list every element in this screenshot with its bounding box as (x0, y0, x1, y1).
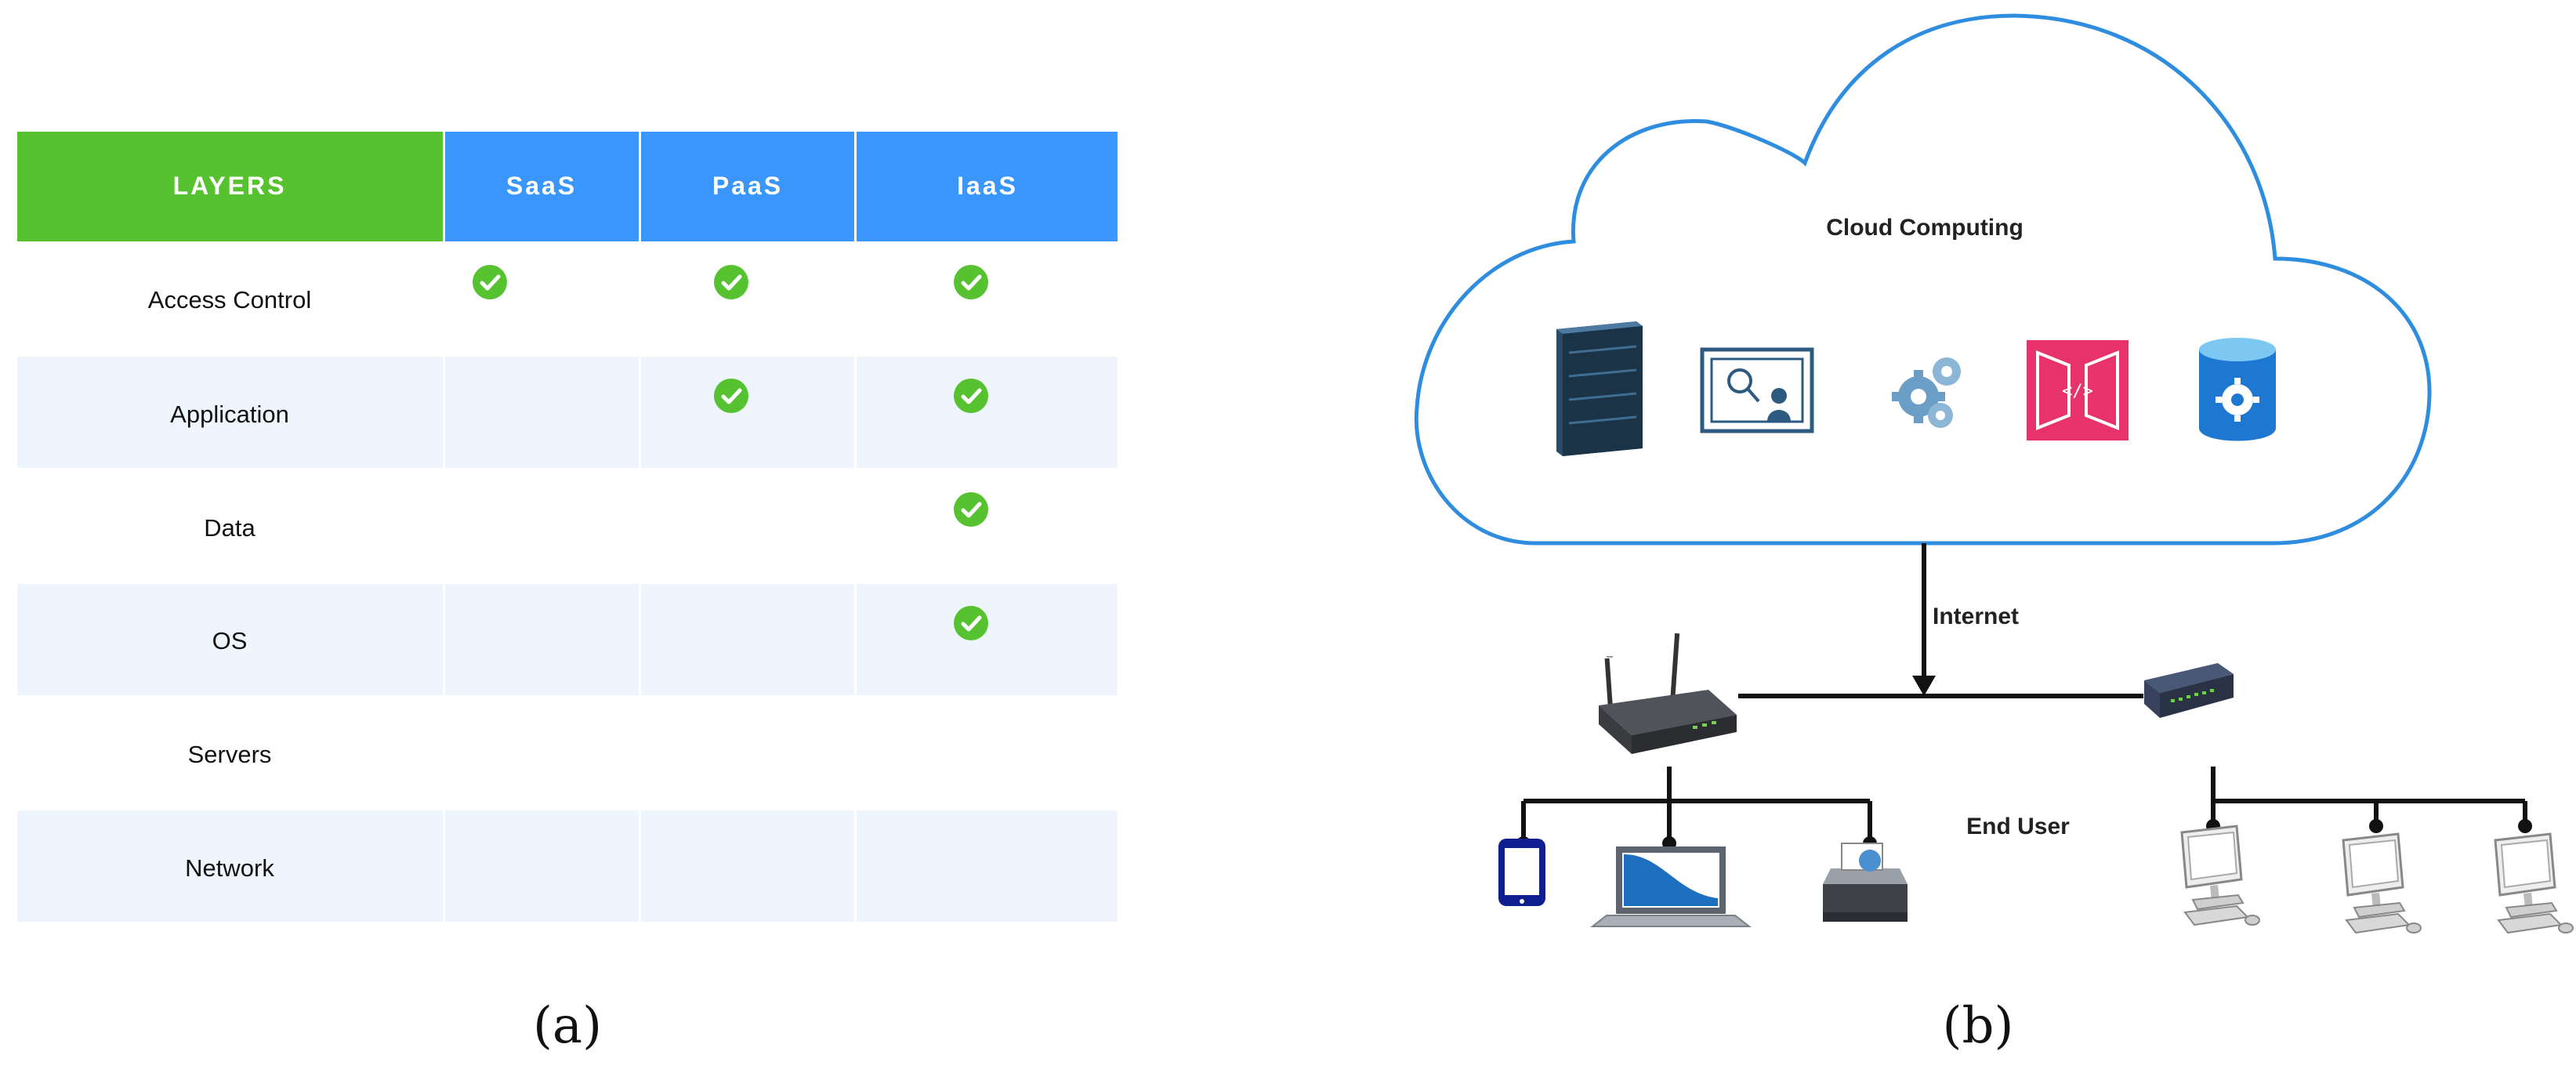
caption-b: (b) (1943, 997, 2014, 1055)
check-icon (714, 379, 748, 413)
saas-header-label: SaaS (506, 172, 577, 200)
row-label-access-control: Access Control (148, 286, 311, 314)
iaas-header-cell (857, 132, 1118, 241)
check-icon (954, 606, 988, 640)
desktop-pc-icon (2494, 832, 2574, 934)
internet-label: Internet (1933, 604, 2019, 629)
layers-header-label: LAYERS (173, 172, 287, 200)
laptop-icon (1590, 846, 1752, 927)
check-icon (954, 492, 988, 527)
paas-header-cell (641, 132, 854, 241)
right-user-links (2211, 767, 2527, 825)
desktop-pc-icon (2180, 825, 2261, 926)
gears-icon (1892, 357, 1961, 428)
layers-header-cell (17, 132, 443, 241)
internet-arrowhead (1912, 676, 1936, 696)
check-icon (954, 265, 988, 299)
row-stripe (17, 584, 1118, 695)
row-label-os: OS (212, 627, 248, 654)
end-user-label: End User (1966, 814, 2070, 839)
cloud-shape (1414, 13, 2432, 546)
check-icon (473, 265, 507, 299)
cloud-computing-label: Cloud Computing (1826, 215, 2023, 241)
layers-table: LAYERS SaaS PaaS IaaS Access Control App… (17, 132, 1118, 925)
svg-text:</>: </> (2062, 382, 2093, 401)
network-switch-icon (2144, 663, 2234, 718)
ai-monitor-icon (1700, 347, 1814, 433)
tablet-icon (1498, 839, 1545, 906)
api-gateway-icon: </> (2027, 340, 2129, 440)
printer-icon (1823, 843, 1908, 922)
left-user-links (1521, 767, 1872, 842)
desktop-pc-icon (2342, 832, 2422, 934)
check-icon (954, 379, 988, 413)
paas-header-label: PaaS (712, 172, 783, 200)
row-stripe (17, 810, 1118, 922)
iaas-header-label: IaaS (957, 172, 1018, 200)
caption-a: (a) (533, 997, 602, 1055)
row-label-application: Application (170, 401, 289, 428)
row-label-servers: Servers (188, 741, 272, 768)
database-settings-icon (2199, 338, 2276, 441)
check-icon (714, 265, 748, 299)
row-stripe (17, 357, 1118, 468)
server-rack-icon (1556, 321, 1643, 456)
row-label-network: Network (185, 854, 274, 882)
row-label-data: Data (204, 514, 255, 542)
wireless-router-icon (1599, 633, 1737, 754)
saas-header-cell (445, 132, 639, 241)
